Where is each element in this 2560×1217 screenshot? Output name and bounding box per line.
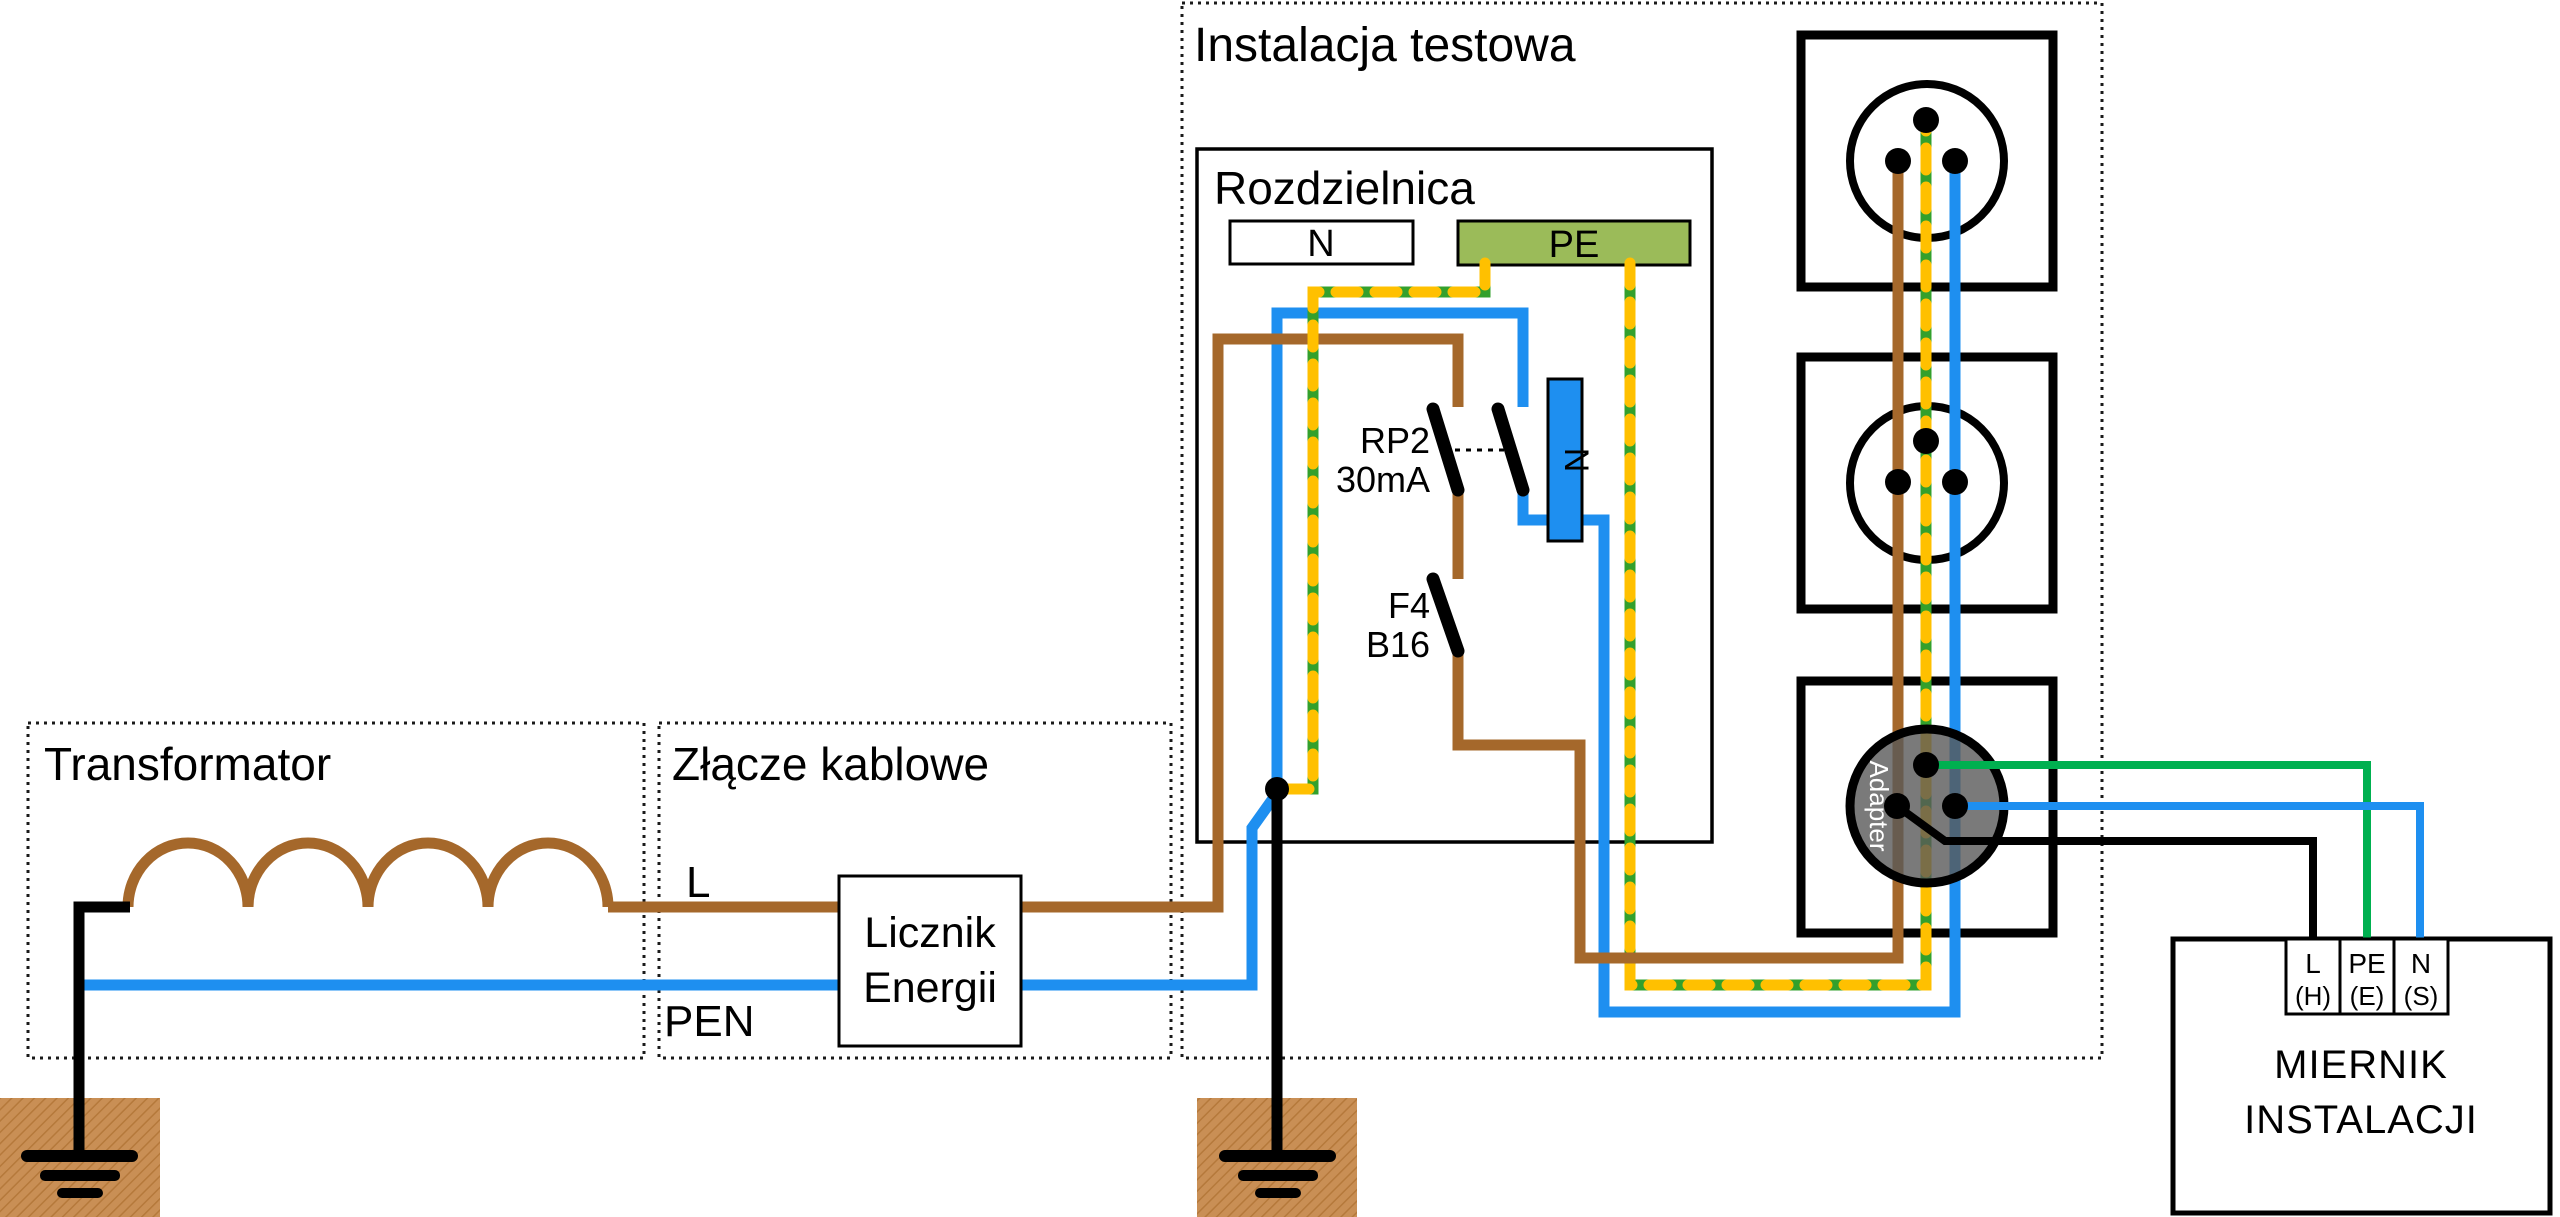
test-installation-region-outline bbox=[1180, 1, 2104, 1060]
pe-busbar-label: PE bbox=[1549, 224, 1600, 266]
socket-2-n-pin bbox=[1942, 469, 1968, 495]
socket-2-l-pin bbox=[1885, 469, 1911, 495]
cable-junction-region-label: Złącze kablowe bbox=[672, 738, 989, 790]
energy-meter-label-line2: Energii bbox=[863, 964, 997, 1012]
n-busbar-label: N bbox=[1307, 223, 1334, 265]
n-terminal-block-label: N bbox=[1557, 448, 1595, 473]
meter-terminal-n bbox=[2392, 937, 2450, 1016]
meter-terminal-pe-sub: (E) bbox=[2350, 981, 2385, 1011]
breaker-contact bbox=[1426, 572, 1465, 658]
earth-bar-3 bbox=[1255, 1188, 1301, 1198]
pe-wire-to-sockets-stripe bbox=[1624, 114, 1932, 991]
socket-1-n-pin bbox=[1942, 148, 1968, 174]
earth-bar-3 bbox=[57, 1188, 103, 1198]
meter-lead-n bbox=[1955, 802, 2424, 941]
energy-meter-box bbox=[837, 874, 1023, 1048]
transformer-region-label: Transformator bbox=[44, 738, 331, 790]
n-wire-to-rcd bbox=[1271, 307, 1529, 789]
earth-bar-1 bbox=[1219, 1150, 1336, 1162]
socket-1-l-pin bbox=[1885, 148, 1911, 174]
energy-meter-label-line1: Licznik bbox=[864, 909, 996, 957]
earth-bar-2 bbox=[40, 1170, 120, 1181]
meter-terminal-l-label: L bbox=[2305, 948, 2321, 979]
adapter-l-pin bbox=[1884, 793, 1910, 819]
n-busbar bbox=[1228, 219, 1415, 266]
installation-meter-label-line2: INSTALACJI bbox=[2244, 1098, 2478, 1142]
earth-symbol-left bbox=[21, 1150, 138, 1198]
socket-2-pe-pin bbox=[1913, 428, 1939, 454]
socket-1-pe-pin bbox=[1913, 107, 1939, 133]
adapter-pe-pin bbox=[1913, 752, 1939, 778]
n-terminal-block bbox=[1546, 377, 1584, 543]
breaker-label-line1: F4 bbox=[1388, 585, 1430, 626]
meter-terminal-l-sub: (H) bbox=[2295, 981, 2331, 1011]
distribution-board-label: Rozdzielnica bbox=[1214, 162, 1475, 214]
transformer-earth-wire bbox=[73, 901, 130, 1156]
meter-terminal-n-sub: (S) bbox=[2404, 981, 2439, 1011]
test-installation-region-label: Instalacja testowa bbox=[1194, 19, 1576, 72]
pen-split-junction bbox=[1265, 777, 1289, 801]
cable-junction-region-outline bbox=[657, 721, 1173, 1060]
meter-lead-pe bbox=[1926, 761, 2371, 941]
installation-meter-label-line1: MIERNIK bbox=[2274, 1043, 2448, 1087]
meter-terminal-l bbox=[2284, 937, 2342, 1016]
earth-symbol-middle bbox=[1219, 1150, 1336, 1198]
meter-terminal-pe bbox=[2338, 937, 2396, 1016]
adapter-n-pin bbox=[1942, 793, 1968, 819]
pe-wire-board-stripe bbox=[1278, 257, 1491, 795]
line-conductor-label: L bbox=[686, 858, 710, 907]
transformer-winding bbox=[122, 837, 614, 908]
pen-wire bbox=[78, 789, 1282, 991]
breaker-label-line2: B16 bbox=[1366, 624, 1430, 665]
earth-bar-2 bbox=[1238, 1170, 1318, 1181]
pen-conductor-label: PEN bbox=[664, 997, 754, 1046]
pe-busbar bbox=[1456, 219, 1692, 267]
rcd-label-line2: 30mA bbox=[1336, 459, 1430, 500]
transformer-region-outline bbox=[26, 721, 646, 1060]
meter-lead-l bbox=[1894, 802, 2317, 941]
meter-terminal-pe-label: PE bbox=[2348, 948, 2385, 979]
meter-terminal-n-label: N bbox=[2411, 948, 2431, 979]
rcd-label-line1: RP2 bbox=[1360, 420, 1430, 461]
earth-bar-1 bbox=[21, 1150, 138, 1162]
